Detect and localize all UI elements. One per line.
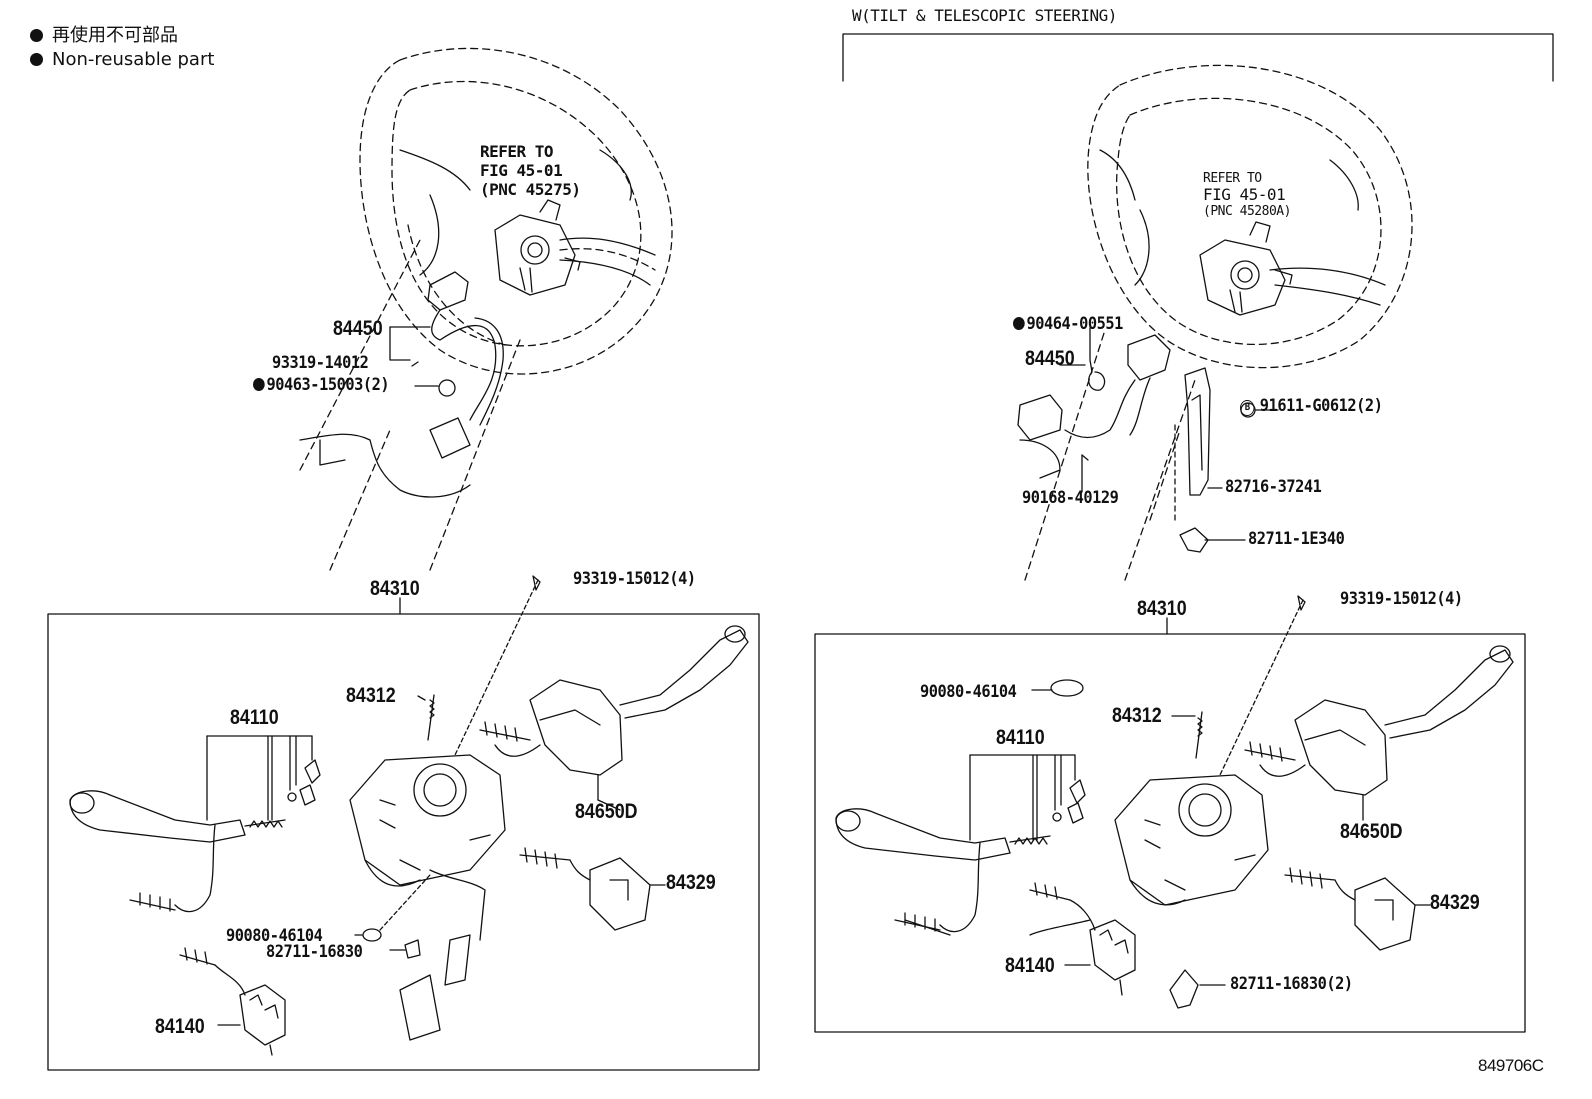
right-refer-line-2: FIG 45-01 (1203, 185, 1286, 204)
right-clip-82711-16830-shape (1169, 969, 1199, 1009)
right-part-93319-15012: 93319-15012(4) (1340, 589, 1463, 609)
right-wiper-switch-84650D (1244, 645, 1514, 821)
right-wheel-spokes (1019, 149, 1386, 479)
left-part-84310: 84310 (370, 577, 420, 600)
right-part-91611-G0612-text: 91611-G0612(2) (1259, 396, 1383, 416)
left-clip-82711-shape (404, 939, 421, 959)
right-part-90464-00551: 90464-00551 (1013, 316, 1123, 333)
right-part-82711-1E340: 82711-1E340 (1248, 529, 1345, 549)
non-reusable-dot-icon (30, 53, 43, 66)
left-84110-bracket (206, 735, 313, 821)
right-screw-head (1297, 595, 1306, 611)
left-part-90463-15003-text: 90463-15003(2) (266, 375, 390, 395)
right-part-90464-00551-text: 90464-00551 (1026, 314, 1124, 334)
left-clip-90080-shape (362, 928, 382, 942)
b-marker-icon: B (1240, 400, 1255, 416)
right-part-84450: 84450 (1025, 347, 1075, 370)
left-part-90463-15003: 90463-15003(2) (253, 375, 390, 395)
legend-row-jp: 再使用不可部品 (30, 27, 178, 45)
right-section-title: W(TILT & TELESCOPIC STEERING) (852, 6, 1117, 25)
right-lever-84110 (835, 779, 1086, 933)
right-84110-bracket (969, 754, 1076, 841)
left-refer-line-2: FIG 45-01 (480, 161, 563, 180)
left-screw-93319-15012 (454, 579, 539, 756)
left-part-84329: 84329 (666, 871, 716, 894)
right-part-84650D: 84650D (1340, 820, 1403, 843)
left-part-84110: 84110 (230, 706, 279, 729)
left-refer-line-3: (PNC 45275) (480, 180, 581, 199)
left-connector-84329 (519, 847, 666, 931)
left-clip-leaders (354, 934, 406, 951)
left-spiral-cable-sketch (494, 199, 581, 296)
left-part-84140: 84140 (155, 1015, 205, 1038)
right-title-bracket (842, 33, 1554, 82)
right-leaders-top (1059, 327, 1279, 541)
left-refer-line-1: REFER TO (480, 142, 554, 161)
right-assembly-box (814, 633, 1526, 1033)
right-screw-84312-thread (1197, 717, 1203, 737)
right-clip-90080-shape (1050, 679, 1084, 697)
right-part-90080-46104: 90080-46104 (920, 682, 1017, 702)
left-part-84450: 84450 (333, 317, 383, 340)
left-part-93319-14012: 93319-14012 (272, 353, 369, 373)
right-part-84329: 84329 (1430, 891, 1480, 914)
left-part-84312: 84312 (346, 684, 396, 707)
non-reusable-dot-icon (1013, 317, 1025, 330)
left-part-90080-46104: 90080-46104 (226, 926, 323, 946)
right-bracket-82716-37241 (1184, 367, 1211, 496)
right-combination-switch-body (1114, 774, 1269, 906)
left-leaders-top (389, 326, 439, 387)
right-screw-93319-15012 (1219, 599, 1304, 776)
right-part-84110: 84110 (996, 726, 1045, 749)
left-wheel-spokes (299, 149, 656, 498)
right-connector-84329 (1284, 867, 1431, 951)
left-screw-84312-thread (429, 699, 435, 719)
left-combination-switch-body (349, 754, 506, 1041)
left-wiper-switch-84650D (479, 625, 749, 801)
right-spiral-cable-sketch (1199, 221, 1293, 316)
right-part-90168-40129: 90168-40129 (1022, 488, 1119, 508)
non-reusable-dot-icon (253, 378, 265, 391)
right-refer-note: REFER TO FIG 45-01 (PNC 45280A) (1203, 171, 1291, 219)
left-screw-head (532, 575, 541, 591)
right-part-84312: 84312 (1112, 704, 1162, 727)
left-switch-84140 (179, 947, 286, 1056)
right-part-82711-16830: 82711-16830(2) (1230, 974, 1353, 994)
right-part-82716-37241: 82716-37241 (1225, 477, 1322, 497)
right-refer-line-1: REFER TO (1203, 171, 1262, 186)
right-part-84310: 84310 (1137, 597, 1187, 620)
right-refer-line-3: (PNC 45280A) (1203, 204, 1291, 219)
left-leaders-box (417, 695, 621, 811)
figure-code: 849706C (1478, 1056, 1544, 1075)
left-part-84650D: 84650D (575, 800, 638, 823)
legend-jp-text: 再使用不可部品 (52, 25, 178, 46)
left-refer-note: REFER TO FIG 45-01 (PNC 45275) (480, 142, 581, 199)
left-part-82711-16830: 82711-16830 (266, 942, 363, 962)
left-steering-wheel (299, 47, 673, 571)
right-part-84140: 84140 (1005, 954, 1055, 977)
legend-en-text: Non-reusable part (52, 49, 215, 70)
right-clip-82711-1E340 (1179, 527, 1209, 553)
left-lever-84110 (69, 759, 321, 913)
right-harness-84450 (1017, 334, 1171, 461)
non-reusable-dot-icon (30, 29, 43, 42)
left-part-93319-15012: 93319-15012(4) (573, 569, 696, 589)
legend-row-en: Non-reusable part (30, 51, 214, 69)
right-switch-84140 (904, 882, 1136, 996)
left-harness-84450 (411, 271, 504, 459)
left-clip-90080 (379, 874, 431, 931)
left-assembly-box (47, 613, 760, 1071)
